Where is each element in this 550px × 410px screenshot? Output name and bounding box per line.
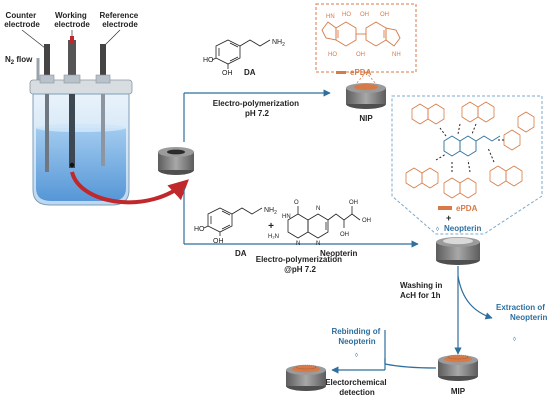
plus-right: + <box>446 213 451 223</box>
neopterin-structure <box>287 206 361 239</box>
epda-structure <box>321 21 401 47</box>
mip-branch: NH2 HO OH DA + O HN H₂N N N N OH OH OH N… <box>183 188 419 274</box>
detection-label: Electorchemical detection <box>325 378 389 397</box>
epda-fragments <box>405 101 535 199</box>
svg-text:◊: ◊ <box>355 352 358 359</box>
neopterin-label-mid: Neopterin <box>320 249 357 258</box>
extraction-arrow <box>457 275 493 320</box>
interaction-dashes <box>435 123 504 173</box>
svg-text:HN: HN <box>282 214 291 220</box>
washing-label: Washing in AcH for 1h <box>400 281 445 300</box>
electrolyte <box>36 128 126 201</box>
svg-text:OH: OH <box>360 12 369 18</box>
extraction-label: Extraction of Neopterin <box>496 303 547 322</box>
dopamine-structure-bottom <box>203 207 263 236</box>
oh-label-top: OH <box>222 70 233 77</box>
plus-mid: + <box>268 221 274 232</box>
working-electrode <box>68 40 76 84</box>
imprinted-complex: ePDA + ◊ Neopterin <box>391 95 543 265</box>
mip-electrode <box>438 354 478 381</box>
svg-text:◊: ◊ <box>436 226 439 233</box>
neopterin-label-right: Neopterin <box>444 224 481 233</box>
da-label-top: DA <box>244 68 256 77</box>
svg-text:OH: OH <box>349 200 358 206</box>
svg-text:NH: NH <box>392 52 401 58</box>
da-label-bottom: DA <box>235 249 247 258</box>
n2-flow-label: N2 flow <box>5 55 33 66</box>
nh2-label-top: NH2 <box>272 39 285 48</box>
svg-text:N: N <box>296 241 300 247</box>
reference-electrode <box>100 44 106 84</box>
electropoly-top-label: Electro-polymerization pH 7.2 <box>213 99 301 118</box>
reference-electrode-label: Reference electrode <box>100 11 141 29</box>
template-neopterin <box>443 135 501 157</box>
svg-text:N: N <box>316 206 320 212</box>
bare-electrode <box>158 147 194 175</box>
dopamine-structure-top <box>215 39 271 65</box>
svg-text:HO: HO <box>342 12 351 18</box>
svg-text:OH: OH <box>340 232 349 238</box>
ho-label-bottom: HO <box>194 226 205 233</box>
svg-text:OH: OH <box>356 52 365 58</box>
nip-branch: NH2 HO OH DA Electro-polymerization pH 7… <box>183 3 417 142</box>
mip-label: MIP <box>451 387 466 396</box>
counter-electrode <box>44 44 50 84</box>
svg-text:H₂N: H₂N <box>268 234 279 240</box>
electrochemical-cell: Counter electrode Working electrode Refe… <box>4 11 189 206</box>
svg-text:HO: HO <box>328 52 337 58</box>
counter-electrode-label: Counter electrode <box>4 11 40 29</box>
svg-text:◊: ◊ <box>513 336 516 343</box>
epda-label-top: ePDA <box>350 68 372 77</box>
svg-text:OH: OH <box>362 218 371 224</box>
electropoly-bottom-label: Electro-polymerization @pH 7.2 <box>256 255 344 274</box>
svg-text:HN: HN <box>326 14 335 20</box>
svg-text:O: O <box>294 200 299 206</box>
oh-label-bottom: OH <box>213 238 224 245</box>
coated-electrode <box>436 237 480 265</box>
nh2-label-bottom: NH2 <box>264 207 277 216</box>
imprinted-complex-box <box>391 95 543 235</box>
washing-step: Washing in AcH for 1h Extraction of Neop… <box>400 266 547 355</box>
working-electrode-label: Working electrode <box>54 11 90 29</box>
ho-label-top: HO <box>203 57 214 64</box>
nip-label: NIP <box>359 114 373 123</box>
epda-label-right: ePDA <box>456 204 478 213</box>
rebinding-step: Rebinding of Neopterin ◊ Electorchemical… <box>325 327 437 397</box>
rebound-electrode <box>286 364 326 391</box>
svg-text:N: N <box>316 241 320 247</box>
svg-text:OH: OH <box>380 12 389 18</box>
electrode-transfer-arrow <box>70 171 189 205</box>
nip-electrode <box>346 83 386 109</box>
rebinding-label: Rebinding of Neopterin <box>331 327 382 346</box>
